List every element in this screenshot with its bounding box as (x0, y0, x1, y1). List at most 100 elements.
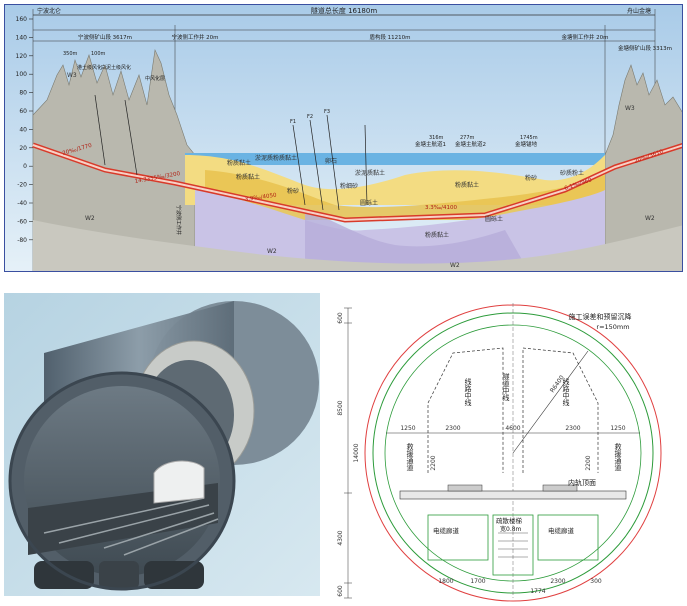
geo-label-9: 粉质黏土 (455, 181, 479, 189)
right-line-label: 线路中线 (562, 377, 570, 406)
geo-label-1: 淤泥质粉质黏土 (255, 154, 297, 162)
left-shaft-vertical: 宁波侧工作井 (175, 205, 182, 235)
depth-tick-label: 160 (16, 16, 28, 23)
dim-2200-left: 2200 (430, 455, 437, 470)
dim-2200-right: 2200 (585, 455, 592, 470)
center-bottom-sub: 宽0.8m (500, 525, 522, 533)
right-bottom-label: 电缆廊道 (548, 526, 575, 535)
geo-label-4: 粉质黏土 (236, 173, 260, 181)
left-side-label-2: 中风化层 (145, 75, 165, 82)
geo-label-11: 砂质粉土 (560, 169, 584, 177)
geo-label-10: 粉砂 (525, 174, 537, 182)
end-left-label: 宁波北仑 (37, 7, 61, 15)
tunnel-3d-render-panel (4, 293, 320, 596)
channel-3: 金塘锚地 (515, 140, 538, 148)
geo-label-7: 圆砾土 (485, 215, 503, 223)
depth-tick-label: 40 (19, 126, 27, 133)
depth-tick-label: -20 (17, 182, 27, 189)
geo-label-6: 粉质黏土 (425, 231, 449, 239)
depth-tick-label: 80 (19, 90, 27, 97)
depth-tick-label: -60 (17, 218, 27, 225)
dim-bottom-4: 300 (590, 578, 602, 585)
right-clearance (522, 347, 599, 473)
rail-label: 内轨顶面 (568, 478, 596, 487)
left-line-label: 线路中线 (464, 377, 472, 406)
w-label-5: W3 (625, 105, 635, 112)
dim-v-3: 4300 (337, 530, 344, 545)
channel-1: 金塘主航道1 (415, 140, 446, 148)
depth-tick-label: 140 (16, 34, 28, 41)
geo-label-2: 卵石 (325, 157, 337, 165)
right-mountain (604, 64, 682, 271)
dim-v-0: 600 (337, 312, 344, 324)
gravel-layer (305, 210, 525, 265)
left-gallery-box (427, 514, 489, 561)
left-mountain (32, 48, 196, 271)
grade-mid3: 3.3‰/4100 (425, 205, 457, 211)
seg-left-shaft: 宁波侧工作井 20m (171, 33, 218, 41)
dim-top-1: 2300 (445, 425, 460, 432)
end-right-label: 舟山金塘 (627, 7, 651, 15)
fault-2: F2 (307, 114, 313, 120)
w-label-2: W2 (267, 248, 277, 255)
channel-w3: 1745m (520, 135, 538, 141)
geo-label-8: 粉细砂 (340, 182, 358, 190)
fault-3: F3 (324, 109, 330, 115)
seg-shield: 盾构段 11210m (369, 33, 410, 41)
dim-top-0: 1250 (400, 425, 415, 432)
train (153, 460, 205, 504)
channel-2: 金塘主航道2 (455, 140, 486, 148)
center-escape-gallery (99, 561, 139, 589)
dim-top-4: 1250 (610, 425, 625, 432)
dim-top-2: 4600 (505, 425, 520, 432)
dim-bottom-1: 1700 (470, 578, 485, 585)
cross-section-panel: 600 8500 14000 4300 600 1250 2300 4600 2… (328, 293, 683, 603)
settlement-note: 施工误差和预留沉降 (569, 312, 632, 321)
depth-tick-label: 100 (16, 71, 28, 78)
depth-tick-label: 120 (16, 53, 28, 60)
sea-water (185, 153, 605, 165)
w-label-1: W3 (67, 72, 77, 79)
right-gallery-box (537, 514, 599, 561)
seg-left-mine: 宁波侧矿山段 3617m (78, 33, 132, 41)
geo-label-0: 粉质黏土 (227, 159, 251, 167)
w-label-0: W2 (85, 215, 95, 222)
total-length-label: 隧道总长度 16180m (311, 6, 377, 15)
seg-right-mine: 金塘侧矿山段 3313m (618, 44, 672, 52)
dim-bottom-0: 1800 (438, 578, 453, 585)
channel-w1: 316m (429, 135, 444, 141)
dim-v-4: 600 (337, 585, 344, 597)
rail-deck (399, 490, 627, 500)
dim-bottom-2: 2300 (550, 578, 565, 585)
center-line-label: 隧道中线 (502, 372, 510, 401)
geo-label-5: 圆砾土 (360, 199, 378, 207)
dim-v-1: 8500 (337, 400, 344, 415)
bedrock (33, 220, 682, 271)
w-label-4: W2 (645, 215, 655, 222)
cross-section-drawing: 600 8500 14000 4300 600 1250 2300 4600 2… (328, 293, 683, 603)
grade-mid2: 3.9‰/4050 (244, 193, 277, 203)
dim-v-2: 14000 (353, 443, 360, 462)
depth-tick-label: -40 (17, 200, 27, 207)
geo-label-12: 淤泥质黏土 (355, 169, 385, 177)
settlement-radius: r=150mm (596, 323, 629, 331)
depth-tick-label: 20 (19, 145, 27, 152)
left-side-label-0: 港土级风化 (77, 64, 102, 71)
depth-tick-label: 0 (23, 163, 27, 170)
center-gallery-box (492, 514, 534, 576)
dim-bottom-3: 1774 (530, 588, 545, 595)
right-escape-label: 救援通道 (614, 442, 622, 472)
tunnel-render (4, 293, 320, 596)
depth-tick-label: 60 (19, 108, 27, 115)
left-escape-label: 救援通道 (406, 442, 414, 472)
sub-350: 350m (63, 51, 78, 57)
fault-1: F1 (290, 119, 296, 125)
dim-top-3: 2300 (565, 425, 580, 432)
seg-right-shaft: 金塘侧工作井 20m (561, 33, 608, 41)
left-bottom-label: 电缆廊道 (433, 526, 460, 535)
left-clearance (427, 347, 504, 473)
channel-w2: 277m (460, 135, 475, 141)
